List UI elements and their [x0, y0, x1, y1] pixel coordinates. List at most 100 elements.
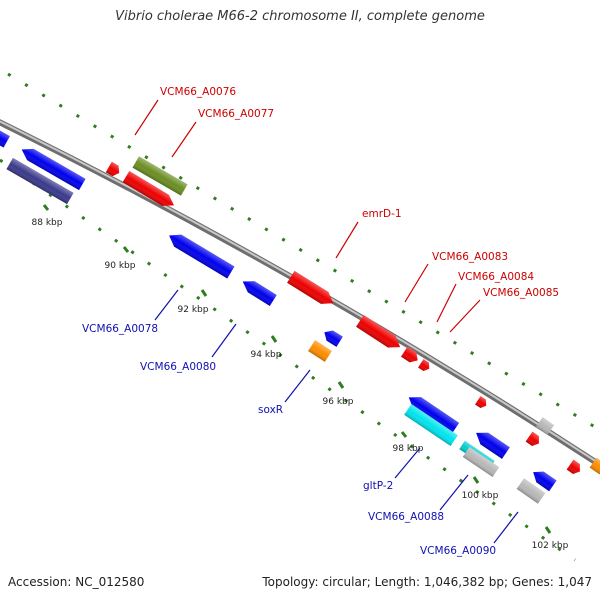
gene-feature-shade: [356, 315, 401, 348]
gene-label: VCM66_A0080: [140, 361, 216, 373]
gene-label: VCM66_A0078: [82, 323, 158, 335]
leader-gltP-2: [394, 447, 421, 479]
leader-soxR: [284, 369, 311, 403]
gene-feature: [287, 270, 334, 304]
gene-feature-shade: [408, 397, 460, 435]
map-title: Vibrio cholerae M66-2 chromosome II, com…: [115, 9, 485, 24]
gene-feature: [122, 171, 175, 206]
gene-feature: [566, 459, 580, 474]
tick-label: 98 kbp: [393, 444, 424, 454]
leader-VCM66_A0076: [134, 99, 159, 136]
tick-mark-102: [544, 526, 552, 534]
gene-label: gltP-2: [363, 480, 393, 492]
leader-VCM66_A0090: [493, 511, 519, 544]
tick-label: 100 kbp: [462, 491, 499, 501]
gene-feature: [356, 315, 401, 348]
gene-feature: [132, 156, 188, 196]
gene-feature: [535, 417, 555, 435]
gene-feature: [475, 396, 487, 409]
gene-feature-shade: [535, 417, 555, 435]
gene-label: VCM66_A0085: [483, 287, 559, 299]
gene-feature: [589, 457, 600, 475]
gene-feature: [6, 157, 74, 205]
topology-summary: Topology: circular; Length: 1,046,382 bp…: [262, 575, 592, 589]
gene-feature-shade: [476, 432, 510, 459]
gene-feature: [418, 359, 430, 372]
tick-label: 102 kbp: [532, 541, 569, 551]
gene-feature: [169, 234, 235, 279]
gene-feature: [0, 126, 10, 148]
gene-features: [0, 126, 600, 504]
tick-marks: [42, 204, 552, 534]
tick-label: 90 kbp: [105, 261, 136, 271]
gene-feature-shade: [475, 396, 487, 409]
gene-feature: [324, 330, 343, 347]
gene-feature-shade: [105, 161, 120, 177]
outer-dotted-ring: [7, 72, 600, 432]
tick-mark-88: [42, 204, 50, 211]
gene-label: VCM66_A0088: [368, 511, 444, 523]
gene-feature-shade: [0, 126, 10, 148]
gene-feature-shade: [324, 330, 343, 347]
gene-feature-shade: [533, 471, 557, 492]
tick-label: 92 kbp: [178, 305, 209, 315]
gene-feature-shade: [21, 148, 86, 191]
gene-feature-shade: [404, 403, 458, 447]
gene-feature: [408, 397, 460, 435]
gene-feature: [476, 432, 510, 459]
tick-label: 88 kbp: [32, 218, 63, 228]
gene-feature: [462, 446, 500, 478]
gene-feature-shade: [6, 157, 74, 205]
gene-label: VCM66_A0090: [420, 545, 496, 557]
gene-feature-shade: [462, 446, 500, 478]
gene-feature: [516, 478, 546, 504]
gene-label: VCM66_A0084: [458, 271, 534, 283]
leader-VCM66_A0077: [171, 121, 197, 158]
tick-mark-100: [472, 476, 480, 484]
gene-feature-shade: [566, 459, 580, 474]
gene-feature-shade: [132, 156, 188, 196]
tick-mark-92: [200, 289, 208, 297]
leader-VCM66_A0078: [154, 289, 179, 321]
gene-feature: [525, 431, 539, 446]
leader-VCM66_A0083: [404, 263, 429, 303]
gene-feature: [105, 161, 120, 177]
gene-feature: [404, 403, 458, 447]
label-leader-lines: [134, 99, 519, 544]
gene-feature-shade: [169, 234, 235, 279]
tick-labels: 88 kbp 90 kbp 92 kbp 94 kbp 96 kbp 98 kbp 100 …: [32, 218, 569, 551]
leader-VCM66_A0080: [211, 323, 237, 358]
gene-label: soxR: [258, 404, 283, 416]
tick-mark-98: [400, 431, 408, 438]
gene-feature-shade: [589, 457, 600, 475]
gene-feature-shade: [516, 478, 546, 504]
tick-mark-94: [270, 335, 278, 343]
gene-feature-shade: [242, 281, 277, 307]
gene-feature: [401, 346, 418, 363]
gene-feature-shade: [308, 340, 332, 362]
gene-label: VCM66_A0083: [432, 251, 508, 263]
gene-feature-shade: [418, 359, 430, 372]
gene-feature: [242, 281, 277, 307]
tick-label: 94 kbp: [251, 350, 282, 360]
leader-VCM66_A0085: [449, 299, 481, 333]
tick-label: 96 kbp: [323, 397, 354, 407]
gene-label: emrD-1: [362, 208, 402, 220]
accession-text: Accession: NC_012580: [8, 575, 145, 589]
gene-label: VCM66_A0077: [198, 108, 274, 120]
leader-VCM66_A0084: [436, 283, 457, 323]
gene-feature: [21, 148, 86, 191]
gene-feature-shade: [525, 431, 539, 446]
tick-mark-90: [122, 246, 130, 253]
leader-emrD-1: [335, 221, 359, 259]
gene-feature: [533, 471, 557, 492]
gene-label: VCM66_A0076: [160, 86, 236, 98]
gene-feature-shade: [287, 270, 334, 304]
gene-feature: [308, 340, 332, 362]
gene-feature-shade: [122, 171, 175, 206]
leader-VCM66_A0088: [439, 474, 469, 511]
tick-mark-96: [337, 381, 345, 389]
